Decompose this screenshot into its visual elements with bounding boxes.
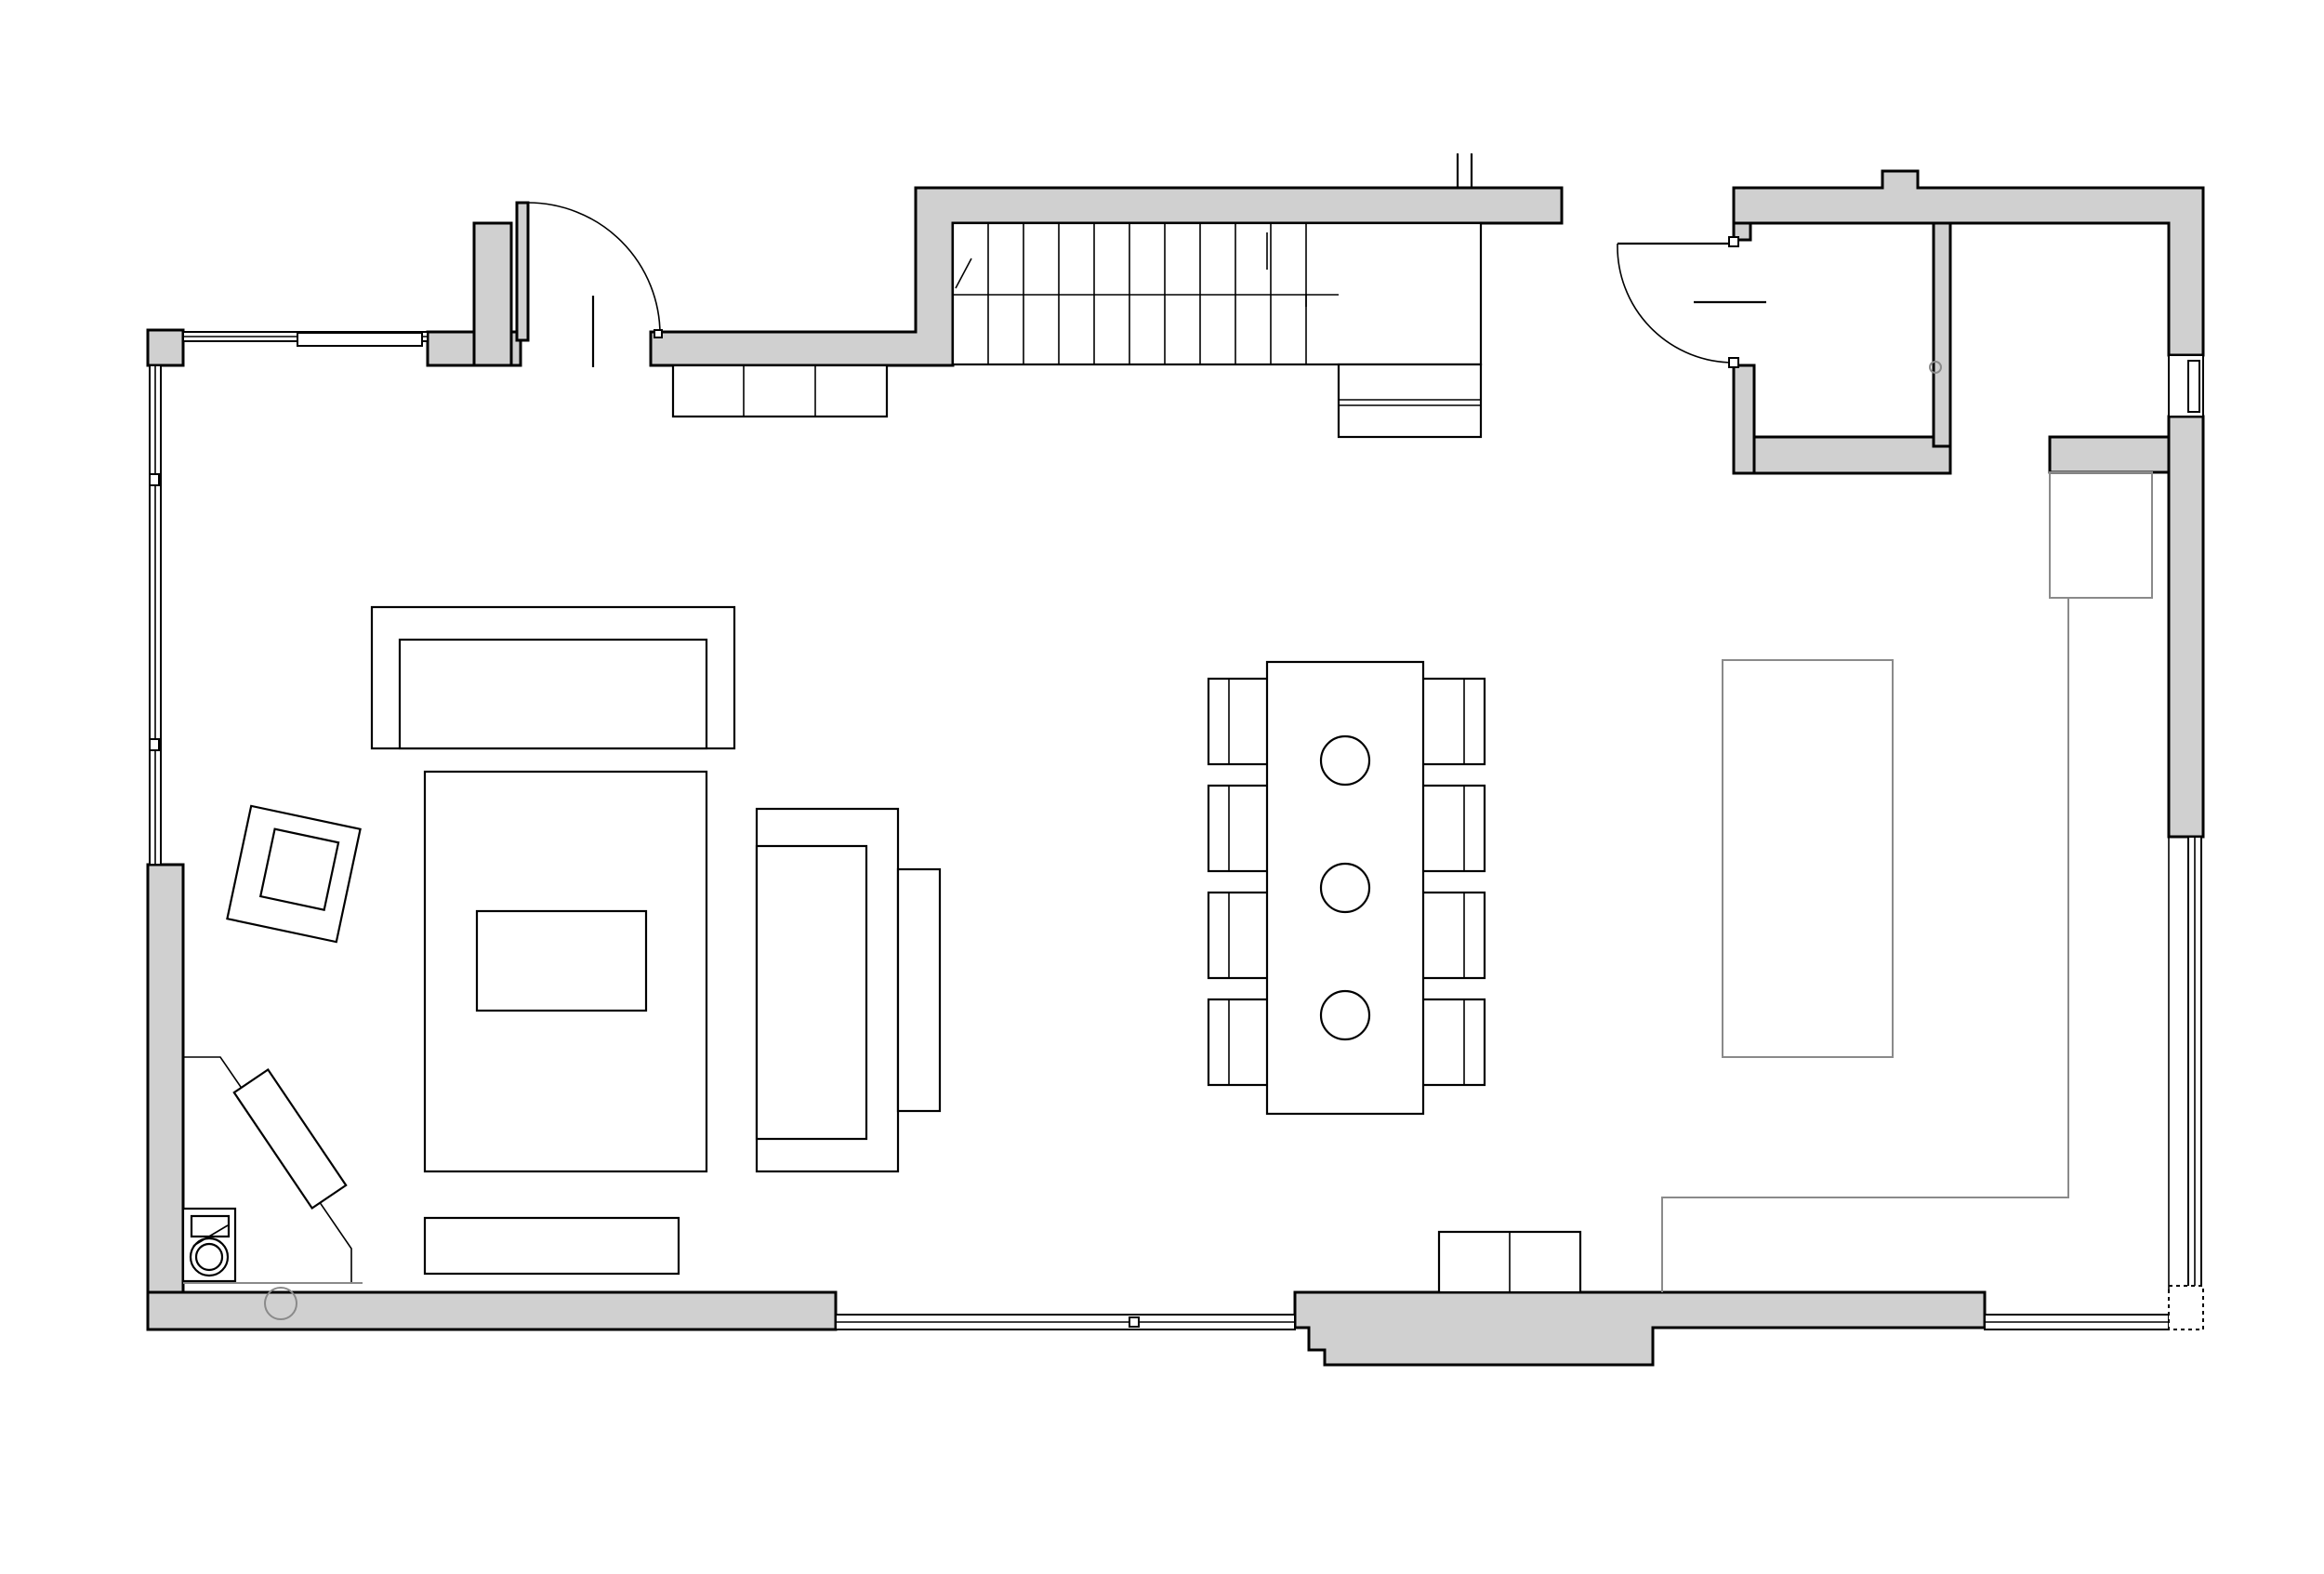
- staircase: [951, 221, 1483, 439]
- kitchen-counter: [1661, 598, 2069, 1292]
- wall-closet-left-top: [1732, 221, 1752, 242]
- kitchen-island: [1722, 659, 1894, 1058]
- wall-right-upper: [2167, 415, 2205, 839]
- wood-stove: [181, 1207, 237, 1283]
- wall-left-lower: [146, 863, 185, 1331]
- wall-closet-bottom: [1752, 435, 1952, 475]
- dining-area: [1207, 660, 1582, 1294]
- entry-door-swing: [527, 202, 661, 336]
- wall-bottom-fireplace: [1293, 1290, 1987, 1367]
- sofa-top: [370, 605, 736, 750]
- wall-top-right: [1732, 169, 2205, 357]
- media-bench: [423, 1216, 680, 1276]
- wall-bottom-left: [146, 1290, 838, 1331]
- floor-drain: [264, 1287, 297, 1320]
- wall-entry-jamb: [472, 221, 513, 367]
- landing-cabinet: [1337, 363, 1483, 439]
- pendant-light-3: [1319, 989, 1371, 1041]
- closet-door-swing: [1617, 243, 1735, 364]
- wall-closet-right: [1932, 221, 1952, 448]
- sofa-right: [755, 807, 942, 1173]
- pendant-light-1: [1319, 734, 1371, 787]
- doors: [526, 153, 1942, 374]
- wall-door-jamb: [515, 201, 530, 342]
- angled-shelf: [232, 1067, 348, 1210]
- wall-corner-top-left: [146, 328, 185, 367]
- kitchen-area: [1661, 471, 2153, 1292]
- coffee-table: [475, 909, 648, 1012]
- entry-cabinets: [671, 364, 889, 418]
- armchair: [226, 804, 362, 944]
- wall-right-stub: [2048, 435, 2171, 474]
- living-area: [181, 605, 942, 1320]
- walls: [146, 169, 2205, 1367]
- pendant-light-2: [1319, 862, 1371, 914]
- fridge: [2049, 471, 2153, 599]
- side-table: [896, 867, 942, 1113]
- windows: [149, 331, 2204, 1330]
- wall-closet-left: [1732, 364, 1756, 475]
